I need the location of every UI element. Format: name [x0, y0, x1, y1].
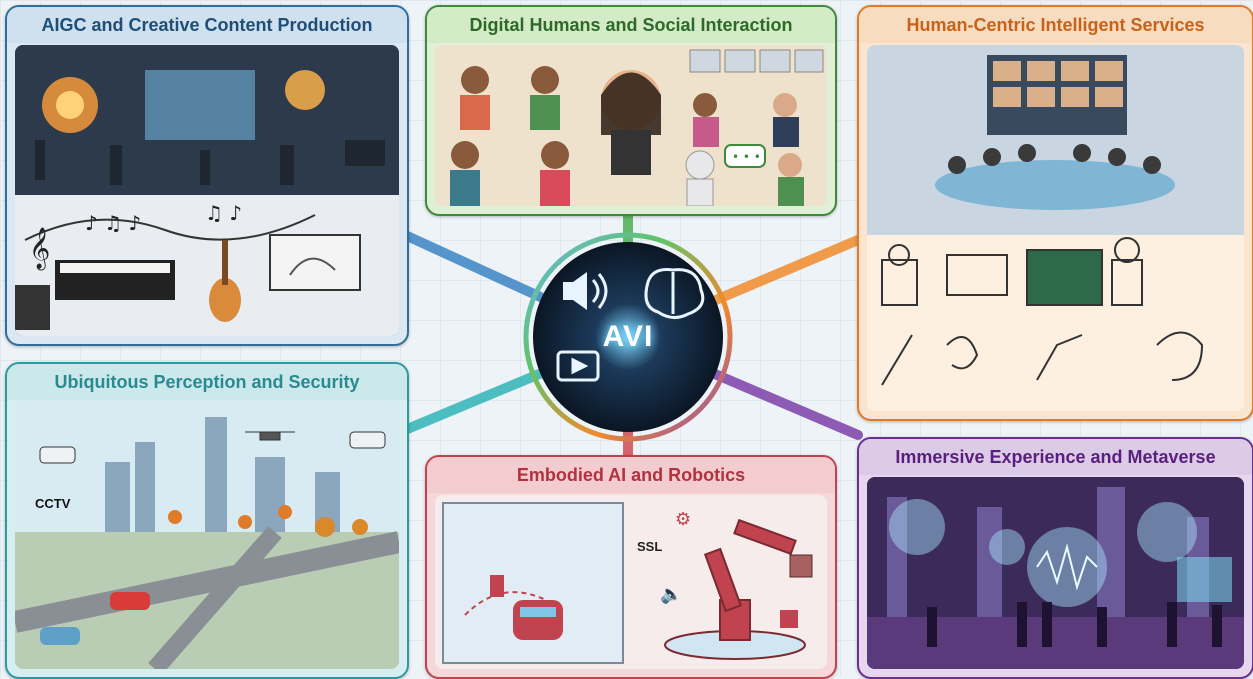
svg-text:♫ ♪: ♫ ♪ — [205, 201, 242, 225]
panel-title-aigc: AIGC and Creative Content Production — [7, 7, 407, 43]
guitar — [209, 278, 241, 322]
scene-smart-city — [15, 402, 399, 669]
panel-digital-humans: Digital Humans and Social Interaction — [425, 5, 837, 216]
panel-title-embodied: Embodied AI and Robotics — [427, 457, 835, 493]
panel-embodied: Embodied AI and Robotics ⚙ 🔈 SSL — [425, 455, 837, 679]
scene-meeting-and-assistive — [867, 45, 1244, 411]
robot — [685, 150, 715, 206]
svg-text:♪ ♫ ♪: ♪ ♫ ♪ — [85, 211, 141, 235]
svg-text:🔈: 🔈 — [660, 584, 682, 605]
cctv-label: CCTV — [35, 496, 71, 511]
svg-text:• • •: • • • — [732, 150, 761, 164]
panel-title-perception: Ubiquitous Perception and Security — [7, 364, 407, 400]
panel-title-human-centric: Human-Centric Intelligent Services — [859, 7, 1252, 43]
avi-hub: AVI — [523, 232, 733, 442]
monitor — [269, 234, 361, 291]
people-crowd — [927, 602, 1222, 647]
cctv-camera-right — [349, 431, 386, 449]
futuristic-towers — [887, 487, 1209, 617]
scene-metaverse — [867, 477, 1244, 669]
drone — [245, 431, 295, 441]
person-group — [450, 66, 570, 206]
panel-aigc: AIGC and Creative Content Production 𝄞 ♪… — [5, 5, 409, 346]
scene-film-music-art: 𝄞 ♪ ♫ ♪ ♫ ♪ — [15, 45, 399, 336]
scene-robotics: ⚙ 🔈 — [435, 495, 827, 669]
svg-text:𝄞: 𝄞 — [29, 227, 50, 270]
assistive-icons — [881, 237, 1204, 386]
cube — [789, 554, 813, 578]
svg-text:⚙: ⚙ — [675, 509, 691, 530]
panel-immersive: Immersive Experience and Metaverse — [857, 437, 1253, 679]
conference-table — [935, 160, 1175, 210]
robot-arm — [664, 518, 806, 660]
scene-social-interaction: • • • — [435, 45, 827, 206]
brain-icon — [644, 268, 705, 319]
location-pins — [168, 505, 292, 529]
speech-bubble — [724, 144, 766, 168]
mobile-robot — [513, 600, 563, 640]
panel-title-digital-humans: Digital Humans and Social Interaction — [427, 7, 835, 43]
panel-human-centric: Human-Centric Intelligent Services — [857, 5, 1253, 421]
ssl-label: SSL — [637, 539, 663, 554]
hologram-spheres — [889, 499, 1197, 607]
cctv-camera-left — [39, 446, 76, 464]
hub-label: AVI — [602, 320, 654, 353]
speaker-icon — [563, 272, 608, 310]
explosion-right — [285, 70, 325, 110]
video-icon — [556, 350, 600, 382]
panel-title-immersive: Immersive Experience and Metaverse — [859, 439, 1252, 475]
panel-perception: Ubiquitous Perception and Security — [5, 362, 409, 679]
red-car — [110, 592, 150, 610]
video-call-grid — [689, 49, 824, 73]
